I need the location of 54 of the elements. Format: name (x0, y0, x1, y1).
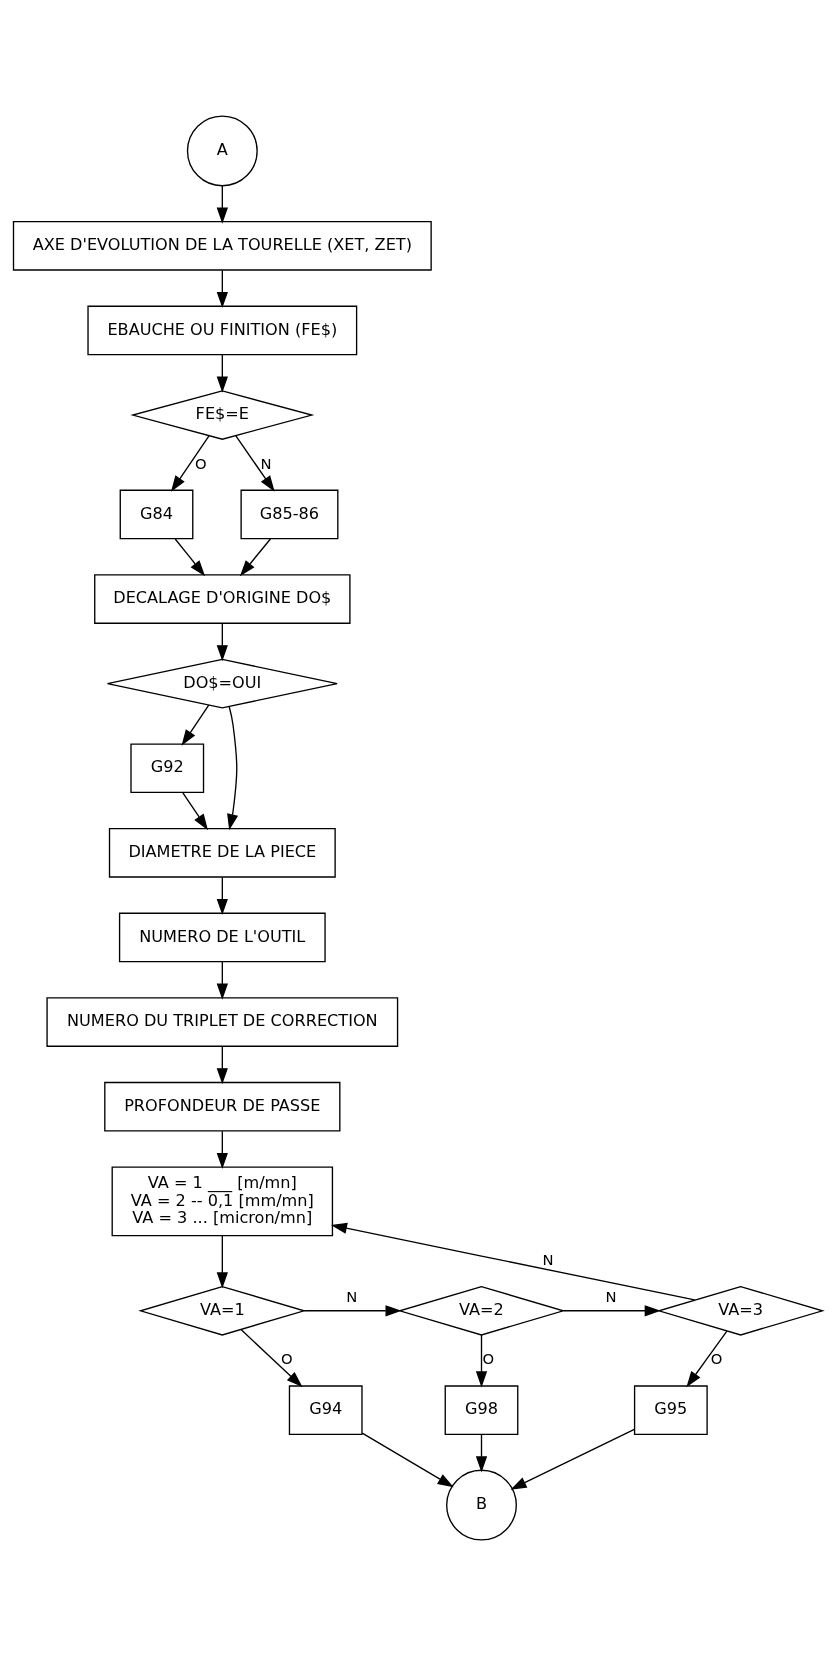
node-box: VA = 1 ___ [m/mn] VA = 2 -- 0,1 [mm/mn] VA = 3 ... [micron/mn] (111, 1166, 334, 1237)
node-circle: A (186, 115, 258, 187)
arrow (181, 704, 210, 746)
arrow (562, 1305, 661, 1317)
arrow (170, 435, 210, 492)
node-circle: B (446, 1469, 517, 1541)
arrow (227, 705, 239, 831)
edge-label: N (605, 1288, 617, 1306)
arrow (475, 1434, 488, 1473)
edge-label: O (195, 454, 207, 472)
edge-label: N (346, 1288, 358, 1306)
arrow (216, 1130, 228, 1170)
arrow (330, 1222, 696, 1301)
arrow (235, 435, 275, 492)
arrow (182, 792, 208, 831)
arrow (510, 1428, 635, 1490)
node-box: DIAMETRE DE LA PIECE (108, 828, 336, 878)
node-box: G98 (444, 1385, 519, 1435)
node-box: G94 (288, 1385, 363, 1435)
arrow (216, 269, 228, 309)
edge-label: N (542, 1250, 554, 1268)
arrow (239, 538, 272, 577)
edge-label: N (260, 454, 272, 472)
arrow (686, 1330, 728, 1388)
node-box: G95 (633, 1385, 708, 1435)
node-box: G92 (130, 743, 205, 794)
node-box: EBAUCHE OU FINITION (FE$) (87, 305, 358, 356)
node-box: AXE D'EVOLUTION DE LA TOURELLE (XET, ZET) (12, 221, 432, 271)
node-box: G84 (119, 489, 194, 540)
arrow (475, 1334, 488, 1388)
arrow (216, 184, 228, 224)
arrow (303, 1305, 402, 1317)
node-diamond: VA=2 (397, 1285, 566, 1336)
arrow (216, 622, 228, 662)
arrow (361, 1432, 454, 1488)
node-diamond: FE$=E (130, 390, 315, 440)
node-box: PROFONDEUR DE PASSE (104, 1081, 341, 1132)
arrow (216, 1235, 228, 1289)
node-box: NUMERO DU TRIPLET DE CORRECTION (46, 997, 399, 1047)
node-box: DECALAGE D'ORIGINE DO$ (94, 574, 351, 624)
node-diamond: DO$=OUI (106, 658, 338, 709)
edge-label: O (710, 1350, 723, 1368)
node-box: NUMERO DE L'OUTIL (118, 912, 326, 963)
edge-label: O (482, 1350, 495, 1368)
arrow (216, 876, 228, 916)
node-box: G85-86 (240, 489, 339, 540)
node-diamond: VA=1 (138, 1285, 307, 1336)
arrow (174, 538, 206, 577)
edge-label: O (280, 1350, 293, 1368)
node-diamond: VA=3 (656, 1285, 825, 1336)
arrow (216, 1046, 228, 1085)
arrow (216, 354, 228, 393)
arrow (240, 1329, 303, 1388)
arrow (216, 961, 228, 1000)
